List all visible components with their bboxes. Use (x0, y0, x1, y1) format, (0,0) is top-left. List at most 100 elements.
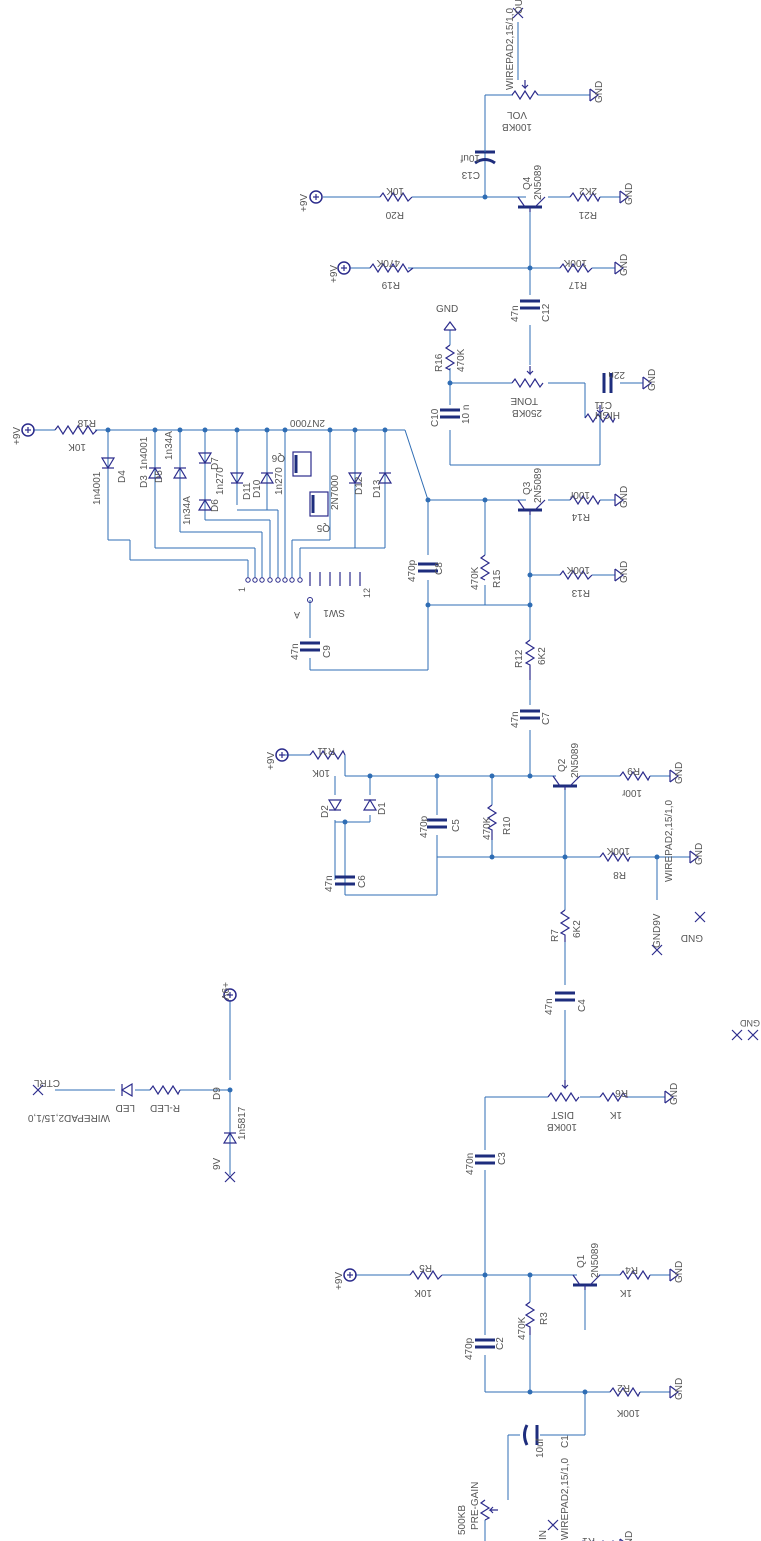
c1-value: 10uf (535, 1438, 546, 1458)
r11-value: 10K (312, 767, 330, 778)
vol-value: 100KB (502, 121, 532, 132)
c4-value: 47n (544, 998, 555, 1015)
r7-label: R7 (550, 929, 561, 942)
capacitors (300, 140, 613, 1446)
gnd-label: GND (624, 183, 635, 205)
r19-value: 470K (376, 257, 400, 268)
q4-part: 2N5089 (533, 165, 544, 200)
gnd-label: GND (594, 81, 605, 103)
d12-label: D12 (354, 476, 365, 495)
q1-label: Q1 (576, 1254, 587, 1268)
in-label: IN (538, 1530, 549, 1540)
q2-label: Q2 (557, 758, 568, 772)
c12-value: 47n (510, 305, 521, 322)
r3-value: 470K (517, 1316, 528, 1340)
c11-value: 22n (608, 369, 625, 380)
supply-label: +9V (299, 194, 310, 212)
gnd-pad-label: GND (681, 932, 703, 943)
c2-value: 470p (464, 1337, 475, 1360)
gnd-label: GND (619, 254, 630, 276)
d5-label: D5 (154, 470, 165, 483)
vol-label: VOL (507, 109, 527, 120)
diodes (100, 452, 393, 1144)
supply-9v-r11: +9V (266, 748, 289, 770)
led-label: LED (116, 1102, 135, 1113)
r20-label: R20 (385, 209, 404, 220)
r12-label: R12 (514, 649, 525, 668)
d3-value: 1n4001 (139, 436, 150, 470)
supply-9v-q4: +9V (299, 190, 323, 212)
r20-value: 10K (386, 185, 404, 196)
d9-value: 1n5817 (237, 1106, 248, 1140)
rled-label: R-LED (150, 1102, 180, 1113)
c13-label: C13 (461, 169, 480, 180)
r18-value: 10K (68, 441, 86, 452)
mosfet-part: 2N7000 (330, 475, 341, 510)
c3-label: C3 (497, 1152, 508, 1165)
r15-label: R15 (492, 569, 503, 588)
wirepad-gnd-label: WIREPAD2,15/1,0 (664, 799, 675, 882)
high-label: HIGH (595, 409, 620, 420)
d11-label: D11 (242, 482, 253, 500)
pad-marks (32, 7, 759, 1531)
r5-value: 10K (414, 1287, 432, 1298)
d10-value: 1n270 (274, 467, 285, 495)
sw1-pin-12: 12 (362, 588, 372, 598)
wirepad-in-label: WIREPAD2,15/1,0 (560, 1457, 571, 1540)
d13-label: D13 (372, 479, 383, 498)
ctrl-label: CTRL (33, 1077, 60, 1088)
pre-gain-value: 500KB (457, 1505, 468, 1535)
c10-label: C10 (430, 408, 441, 427)
supply-label: +9V (266, 752, 277, 770)
q4-label: Q4 (522, 176, 533, 190)
gnd-label: GND (624, 1531, 635, 1541)
rotary-switch (245, 572, 361, 603)
r1-label: R1 (582, 1535, 595, 1541)
c6-value: 47n (324, 875, 335, 892)
d7-label: D7 (210, 457, 221, 470)
dist-value: 100KB (547, 1121, 577, 1132)
r2-value: 100K (616, 1407, 640, 1418)
dist-label: DIST (551, 1109, 574, 1120)
c7-label: C7 (541, 712, 552, 725)
r5-label: R5 (419, 1262, 432, 1273)
q3-label: Q3 (522, 481, 533, 495)
supply-label: +9V (334, 1272, 345, 1290)
c3-value: 470n (465, 1153, 476, 1175)
gnd-label: GND (694, 843, 705, 865)
gnd-label: GND (647, 369, 658, 391)
transistors (517, 196, 601, 1290)
supply-label: +9V (12, 427, 23, 445)
d1-label: D1 (377, 802, 388, 815)
gnd-pad-label-2: GND (740, 1018, 761, 1028)
c5-value: 470p (419, 815, 430, 838)
wire-network (33, 22, 690, 1541)
r16-label: R16 (434, 353, 445, 372)
q5-label: Q5 (316, 522, 330, 533)
r18-label: R18 (77, 417, 96, 428)
d4-value: 1n4001 (92, 471, 103, 505)
supply-9v-r5: +9V (334, 1268, 357, 1290)
d7-value: 1n270 (215, 467, 226, 495)
supply-9v-d9: +9V (219, 982, 237, 1002)
r6-value: 1K (609, 1109, 622, 1120)
tone-value: 250KB (512, 407, 542, 418)
sw1-common: A (294, 610, 300, 620)
d2-label: D2 (320, 805, 331, 818)
c12-label: C12 (541, 303, 552, 322)
out-label: OUT (514, 0, 525, 14)
r4-label: R4 (625, 1264, 638, 1275)
sw1-pin-1: 1 (237, 587, 247, 592)
r9-value: 100r (621, 787, 642, 798)
r10-label: R10 (502, 816, 513, 835)
mosfet-part-top: 2N7000 (290, 417, 325, 428)
c13-value: 10uf (460, 152, 480, 163)
supply-label: +9V (219, 982, 230, 1000)
r14-label: R14 (571, 511, 590, 522)
r14-value: 100r (569, 489, 590, 500)
c5-label: C5 (451, 819, 462, 832)
nine-v-label: 9V (212, 1157, 223, 1170)
supply-9v-r18: +9V (12, 423, 35, 445)
r7-value: 6K2 (572, 920, 583, 938)
